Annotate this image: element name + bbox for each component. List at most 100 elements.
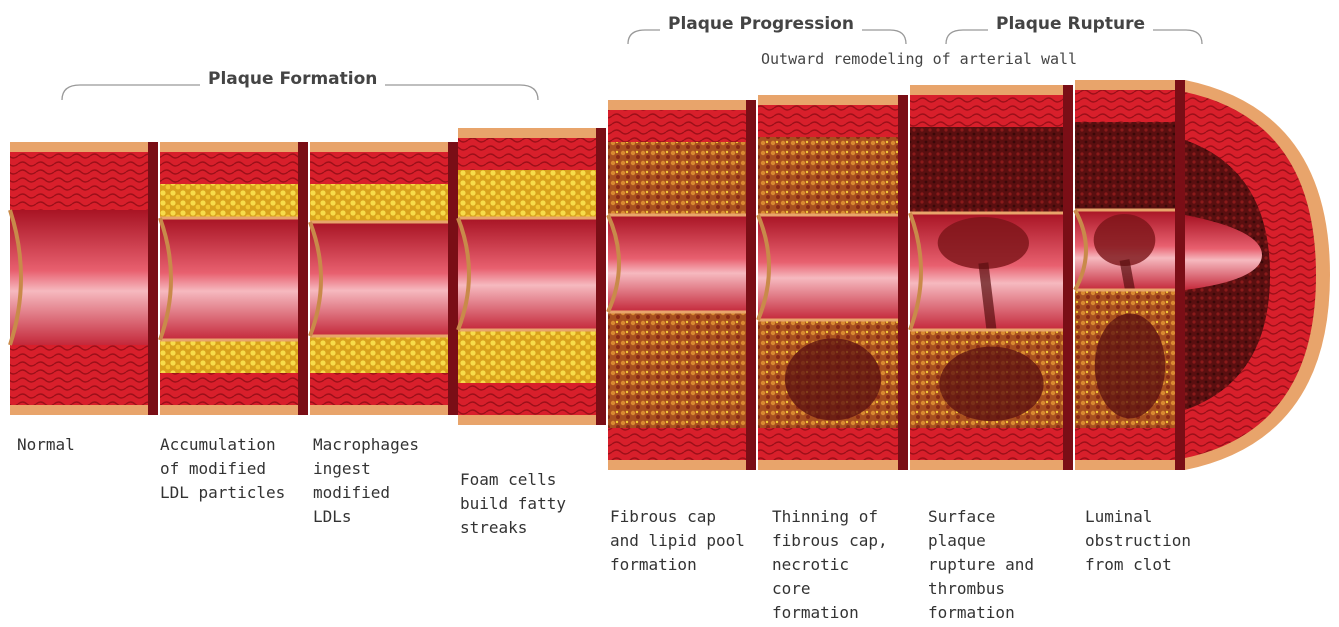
media-upper [608,110,756,142]
lumen [458,218,606,330]
media-lower [310,373,458,405]
media-lower [910,428,1073,460]
plaque-lower [458,330,606,383]
cut-face [298,142,308,415]
adventitia-upper [1075,80,1185,90]
heading-plaque-formation: Plaque Formation [200,69,385,89]
media-upper [758,105,908,137]
artery-segment-2 [160,142,308,415]
caption-line: fibrous cap, [772,529,888,553]
caption-line: and lipid pool [610,529,745,553]
plaque-lower [160,340,308,373]
adventitia-lower [458,415,606,425]
artery-segment-4 [458,128,606,425]
media-upper [910,95,1073,127]
caption-line: ingest [313,457,419,481]
caption-line: of modified [160,457,285,481]
necrotic-core [939,347,1043,421]
plaque-lower [310,336,458,373]
media-lower [758,428,908,460]
lumen [758,215,908,320]
cut-face [746,100,756,470]
media-upper [160,152,308,184]
plaque-upper [458,170,606,218]
media-upper [310,152,458,184]
caption-macrophages: Macrophages ingest modified LDLs [313,433,419,529]
media-upper [1075,90,1185,122]
adventitia-upper [608,100,756,110]
caption-normal: Normal [17,433,75,457]
caption-line: Normal [17,433,75,457]
caption-line: streaks [460,516,566,540]
caption-line: Accumulation [160,433,285,457]
adventitia-upper [10,142,158,152]
plaque-upper [910,127,1073,213]
caption-line: Thinning of [772,505,888,529]
caption-line: Fibrous cap [610,505,745,529]
artery-segment-1 [10,142,158,415]
caption-line: thrombus [928,577,1034,601]
cut-face [148,142,158,415]
thrombus [938,217,1029,269]
caption-line: formation [772,601,888,625]
intima-lower [10,345,158,373]
media-lower [1075,428,1185,460]
caption-line: from clot [1085,553,1191,577]
adventitia-lower [758,460,908,470]
adventitia-lower [910,460,1073,470]
adventitia-upper [910,85,1073,95]
caption-line: Luminal [1085,505,1191,529]
caption-line: necrotic [772,553,888,577]
media-lower [10,373,158,405]
caption-foam-cells: Foam cells build fatty streaks [460,468,566,540]
heading-plaque-progression: Plaque Progression [660,14,862,34]
lumen [310,222,458,336]
necrotic-core [1095,313,1165,418]
caption-line: LDLs [313,505,419,529]
subheading-outward-remodeling: Outward remodeling of arterial wall [761,50,1077,68]
cut-face [1063,85,1073,470]
necrotic-core [785,338,881,420]
caption-line: obstruction [1085,529,1191,553]
media-lower [160,373,308,405]
plaque-upper [608,142,756,215]
thrombus [1094,214,1156,266]
cut-face [596,128,606,425]
adventitia-upper [160,142,308,152]
caption-line: plaque [928,529,1034,553]
caption-line: Foam cells [460,468,566,492]
caption-line: formation [610,553,745,577]
caption-line: build fatty [460,492,566,516]
caption-line: LDL particles [160,481,285,505]
caption-line: core [772,577,888,601]
thrombus-stalk [1125,260,1131,290]
lumen [10,210,158,345]
adventitia-upper [758,95,908,105]
plaque-upper [310,184,458,222]
caption-rupture: Surface plaque rupture and thrombus form… [928,505,1034,625]
media-upper [10,152,158,184]
plaque-lower [608,312,756,428]
artery-segment-7 [910,85,1073,470]
plaque-upper [758,137,908,215]
adventitia-lower [310,405,458,415]
media-lower [608,428,756,460]
caption-thinning: Thinning of fibrous cap, necrotic core f… [772,505,888,625]
caption-luminal-obstruction: Luminal obstruction from clot [1085,505,1191,577]
lumen [608,215,756,312]
adventitia-upper [458,128,606,138]
media-lower [458,383,606,415]
adventitia-upper [310,142,458,152]
caption-fibrous-cap: Fibrous cap and lipid pool formation [610,505,745,577]
caption-line: rupture and [928,553,1034,577]
lumen [160,218,308,340]
adventitia-lower [608,460,756,470]
cut-face [898,95,908,470]
heading-plaque-rupture: Plaque Rupture [988,14,1153,34]
caption-line: Surface [928,505,1034,529]
caption-line: modified [313,481,419,505]
adventitia-lower [10,405,158,415]
caption-line: formation [928,601,1034,625]
artery-segment-6 [758,95,908,470]
